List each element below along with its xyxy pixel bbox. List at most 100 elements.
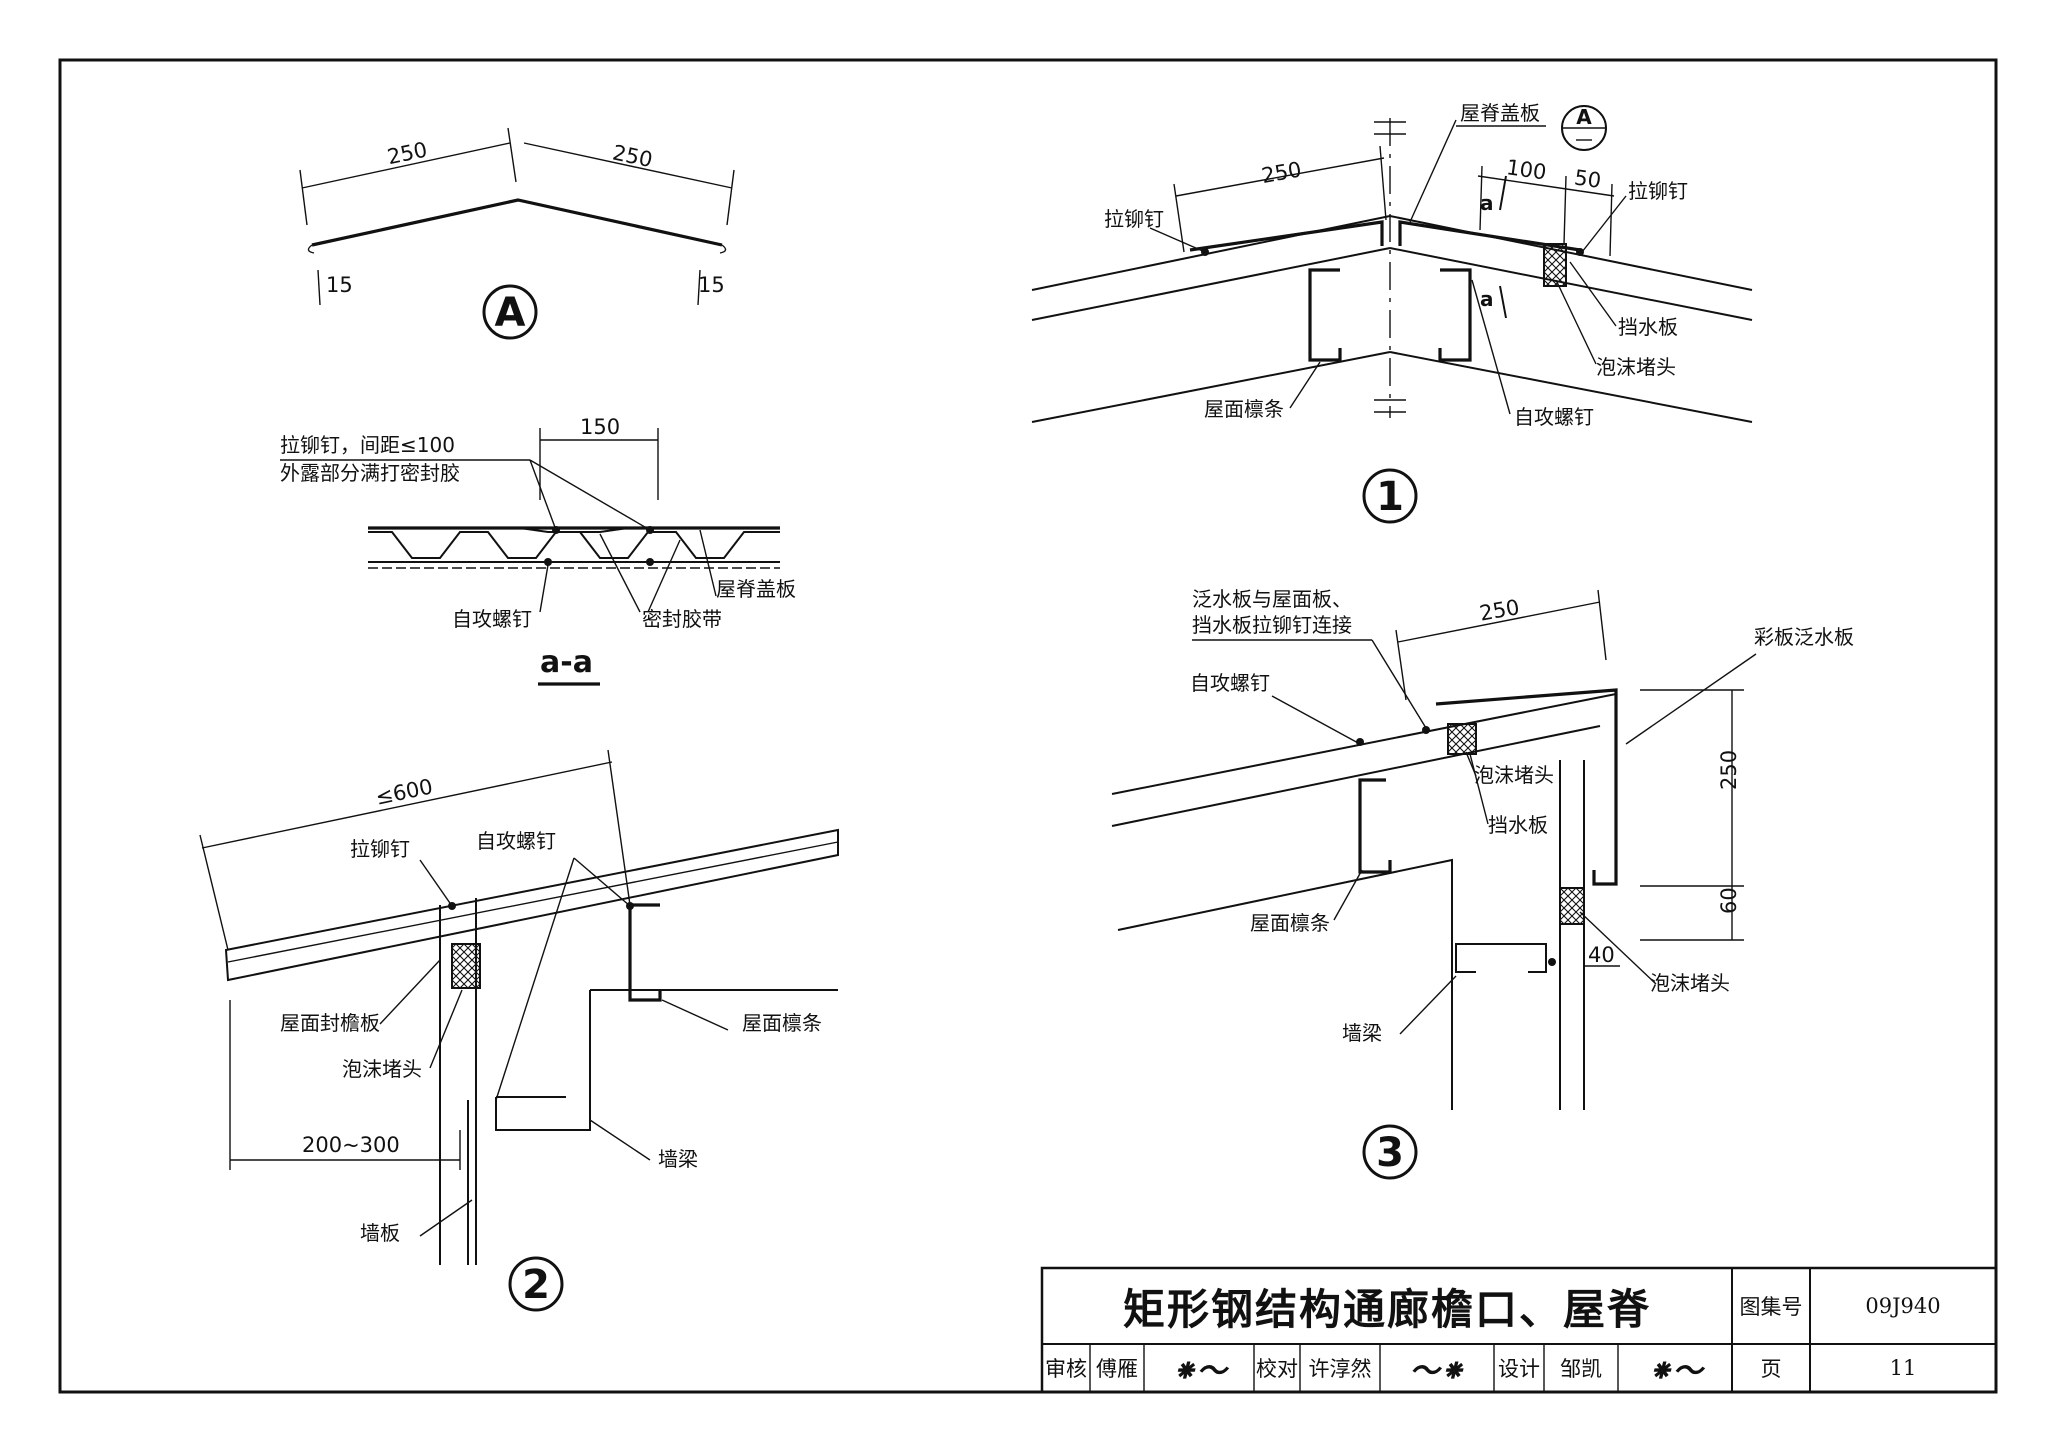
d3-foam-top xyxy=(1447,723,1477,755)
d3-leader-color-flashing xyxy=(1625,653,1757,745)
aa-note-leader1 xyxy=(529,459,557,531)
d1-label-rivet-right: 拉铆钉 xyxy=(1628,179,1688,203)
d2-leader-purlin xyxy=(661,999,729,1031)
d3-lower-slope xyxy=(1117,858,1453,1110)
d1-lower-left xyxy=(1031,351,1391,423)
d2-leader-wall-beam xyxy=(589,1119,651,1161)
d2-label-foam: 泡沫堵头 xyxy=(342,1057,422,1081)
d1-ridge-cover-left xyxy=(1189,220,1384,252)
title-block-frame xyxy=(1040,1266,1998,1394)
d3-dim-60: 60 xyxy=(1717,887,1741,914)
d3-label-foam-bottom: 泡沫堵头 xyxy=(1650,971,1730,995)
page-number: 11 xyxy=(1889,1356,1917,1380)
d1-dim-250: 250 xyxy=(1260,157,1304,188)
d2-roof-panel xyxy=(224,828,839,982)
d1-leader-rivet-right xyxy=(1581,195,1627,253)
d2-label-wall-panel: 墙板 xyxy=(360,1221,400,1245)
d2-roof-inner xyxy=(227,841,839,963)
d2-label-self-tap: 自攻螺钉 xyxy=(476,829,556,853)
reviewer-signature: ⁕〜 xyxy=(1171,1354,1227,1389)
page-label: 页 xyxy=(1760,1357,1782,1381)
d3-leader-purlin xyxy=(1333,869,1363,921)
d2-leader-eave xyxy=(379,959,441,1025)
checker-signature: 〜⁕ xyxy=(1409,1354,1465,1389)
d2-dim-600-ext2 xyxy=(607,749,631,906)
d3-dim-250-ext2 xyxy=(1597,589,1607,661)
d3-dim-250-ext1 xyxy=(1395,629,1407,701)
d1-section-mark-bottom-label: a xyxy=(1480,287,1494,311)
aa-screw-left xyxy=(544,558,552,566)
aa-leader-seal1 xyxy=(599,533,641,613)
atlas-number-label: 图集号 xyxy=(1739,1295,1803,1319)
d1-ref-bubble-label: A xyxy=(1576,105,1592,129)
d1-label-foam: 泡沫堵头 xyxy=(1596,355,1676,379)
dim-ext-a-left2 xyxy=(507,127,517,183)
d3-purlin xyxy=(1358,778,1392,874)
d2-purlin xyxy=(628,903,662,1002)
d1-rivet-right xyxy=(1576,248,1584,256)
detail-bubble-2 xyxy=(508,1256,564,1312)
dim-a-right: 250 xyxy=(610,140,654,172)
d2-foam-plug xyxy=(451,943,481,989)
d2-label-rivet: 拉铆钉 xyxy=(350,837,410,861)
d1-label-self-tap: 自攻螺钉 xyxy=(1514,405,1594,429)
aa-leader-seal2 xyxy=(647,539,681,613)
d3-note-line2: 挡水板拉铆钉连接 xyxy=(1192,613,1352,637)
aa-leader-self-tap xyxy=(539,564,549,613)
aa-screw-right xyxy=(646,558,654,566)
d3-wall-screw xyxy=(1548,958,1556,966)
sheet-border xyxy=(58,58,1998,1394)
d3-leader-self-tap xyxy=(1271,695,1361,745)
dim-ext-a-15-left xyxy=(317,269,321,306)
aa-label-seal-tape: 密封胶带 xyxy=(642,607,722,631)
d2-label-eave-board: 屋面封檐板 xyxy=(280,1011,380,1035)
d3-dim-40: 40 xyxy=(1588,943,1615,967)
dim-a-left: 250 xyxy=(385,137,429,169)
d1-purlin-left xyxy=(1308,268,1342,362)
aa-rivet-left xyxy=(552,526,560,534)
d1-roof-right-bottom xyxy=(1389,247,1753,321)
review-label: 审核 xyxy=(1045,1357,1087,1381)
d1-dim-250-ext1 xyxy=(1173,183,1185,253)
design-label: 设计 xyxy=(1498,1357,1540,1381)
d3-leader-water-stop xyxy=(1469,753,1489,825)
d2-leader-wall-panel xyxy=(419,1199,473,1237)
d1-label-water-stop: 挡水板 xyxy=(1618,315,1678,339)
detail-3: 250 250 60 40 泛水板与屋面板、 挡水板拉铆钉连接 彩板泛水板 自攻… xyxy=(1111,587,1854,1180)
d3-leader-wall-beam xyxy=(1399,975,1457,1035)
aa-corrugated-panel xyxy=(368,531,780,559)
d1-purlin-right xyxy=(1438,268,1472,362)
d1-section-mark-top xyxy=(1499,175,1507,211)
d1-dim-100-line xyxy=(1477,175,1615,197)
d3-label-wall-beam: 墙梁 xyxy=(1342,1021,1382,1045)
d2-label-purlin: 屋面檩条 xyxy=(742,1011,822,1035)
aa-note-line1: 拉铆钉，间距≤100 xyxy=(280,433,455,457)
dim-line-a-left xyxy=(301,142,511,189)
d1-lower-right xyxy=(1389,351,1753,423)
d1-ridge-cover-right xyxy=(1398,220,1581,252)
aa-dim-150: 150 xyxy=(580,415,620,439)
detail-a: 250 250 15 15 A xyxy=(299,127,735,340)
d3-leader-note xyxy=(1371,639,1427,729)
detail-bubble-1-label: 1 xyxy=(1376,474,1404,520)
d1-dim-50-ext xyxy=(1609,183,1613,257)
d2-leader-rivet xyxy=(419,859,453,907)
d1-label-purlin: 屋面檩条 xyxy=(1204,397,1284,421)
ridge-cover-profile xyxy=(311,198,723,247)
d1-roof-left-bottom xyxy=(1031,247,1391,321)
designer-signature: ⁕〜 xyxy=(1647,1354,1703,1389)
detail-bubble-1 xyxy=(1362,468,1418,524)
d3-flashing xyxy=(1435,688,1618,886)
aa-ridge-cover xyxy=(519,527,629,533)
detail-bubble-3-label: 3 xyxy=(1376,1130,1404,1176)
d3-wall-beam xyxy=(1455,943,1547,973)
atlas-number: 09J940 xyxy=(1865,1294,1941,1318)
dim-a-15-right: 15 xyxy=(698,273,725,297)
d2-wall-beam xyxy=(495,1096,591,1131)
d3-rivet xyxy=(1422,726,1430,734)
d1-roof-right-top xyxy=(1389,215,1753,291)
d3-label-purlin: 屋面檩条 xyxy=(1250,911,1330,935)
d1-dim-250-line xyxy=(1175,157,1385,197)
d1-leader-foam xyxy=(1555,279,1597,365)
d2-dim-600-ext1 xyxy=(199,834,229,951)
